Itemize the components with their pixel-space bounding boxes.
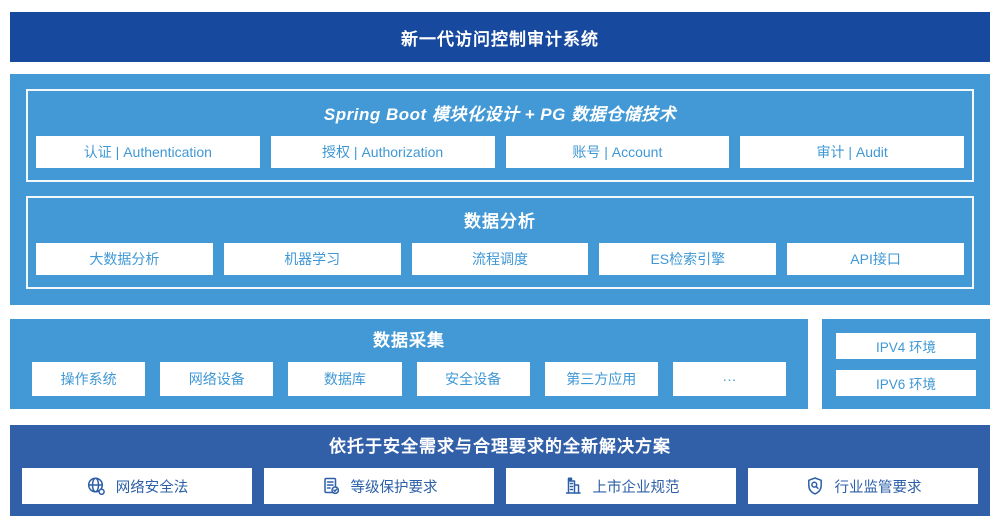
ip-environment-block: IPV4 环境 IPV6 环境	[822, 319, 990, 409]
solution-box-industry-regulation: 行业监管要求	[748, 468, 978, 504]
platform-block: Spring Boot 模块化设计 + PG 数据仓储技术 认证 | Authe…	[10, 74, 990, 305]
solution-block: 依托于安全需求与合理要求的全新解决方案 网络安全法	[10, 425, 990, 516]
module-box-authentication: 认证 | Authentication	[36, 136, 260, 168]
solution-box-cybersecurity-law: 网络安全法	[22, 468, 252, 504]
ipv4-box: IPV4 环境	[836, 333, 976, 359]
data-collection-title: 数据采集	[373, 331, 445, 350]
building-icon	[563, 476, 583, 496]
ipv6-box: IPV6 环境	[836, 370, 976, 396]
document-check-icon	[321, 476, 341, 496]
module-box-authorization: 授权 | Authorization	[270, 136, 495, 168]
solution-label: 上市企业规范	[592, 479, 680, 496]
collection-box-network-device: 网络设备	[160, 362, 274, 396]
springboot-panel: Spring Boot 模块化设计 + PG 数据仓储技术 认证 | Authe…	[26, 89, 974, 182]
analysis-box-es: ES检索引擎	[599, 243, 777, 275]
data-collection-block: 数据采集 操作系统 网络设备 数据库 安全设备 第三方应用 ···	[10, 319, 808, 409]
solution-box-listed-company: 上市企业规范	[506, 468, 736, 504]
data-analysis-box-row: 大数据分析 机器学习 流程调度 ES检索引擎 API接口	[36, 243, 964, 275]
solution-box-classified-protection: 等级保护要求	[264, 468, 494, 504]
data-collection-box-row: 操作系统 网络设备 数据库 安全设备 第三方应用 ···	[32, 362, 787, 396]
collection-box-ellipsis: ···	[672, 362, 787, 396]
shield-search-icon	[805, 476, 825, 496]
solution-box-row: 网络安全法 等级保护要求	[22, 468, 978, 504]
data-analysis-panel: 数据分析 大数据分析 机器学习 流程调度 ES检索引擎 API接口	[26, 196, 974, 289]
analysis-box-bigdata: 大数据分析	[36, 243, 213, 275]
analysis-box-ml: 机器学习	[223, 243, 401, 275]
solution-label: 行业监管要求	[834, 479, 922, 496]
globe-icon	[86, 476, 106, 496]
solution-title: 依托于安全需求与合理要求的全新解决方案	[329, 437, 671, 456]
springboot-box-row: 认证 | Authentication 授权 | Authorization 账…	[36, 136, 964, 168]
system-title: 新一代访问控制审计系统	[401, 29, 599, 49]
system-title-banner: 新一代访问控制审计系统	[10, 12, 990, 62]
middle-row: 数据采集 操作系统 网络设备 数据库 安全设备 第三方应用 ··· IPV4 环…	[10, 319, 990, 409]
solution-label: 网络安全法	[115, 479, 189, 496]
collection-box-security-device: 安全设备	[416, 362, 530, 396]
module-box-audit: 审计 | Audit	[740, 136, 964, 168]
solution-label: 等级保护要求	[350, 479, 438, 496]
collection-box-thirdparty-app: 第三方应用	[544, 362, 658, 396]
springboot-panel-title: Spring Boot 模块化设计 + PG 数据仓储技术	[323, 105, 677, 124]
analysis-box-workflow: 流程调度	[411, 243, 589, 275]
collection-box-database: 数据库	[288, 362, 402, 396]
data-analysis-title: 数据分析	[464, 212, 536, 231]
collection-box-os: 操作系统	[32, 362, 146, 396]
module-box-account: 账号 | Account	[505, 136, 730, 168]
analysis-box-api: API接口	[787, 243, 964, 275]
